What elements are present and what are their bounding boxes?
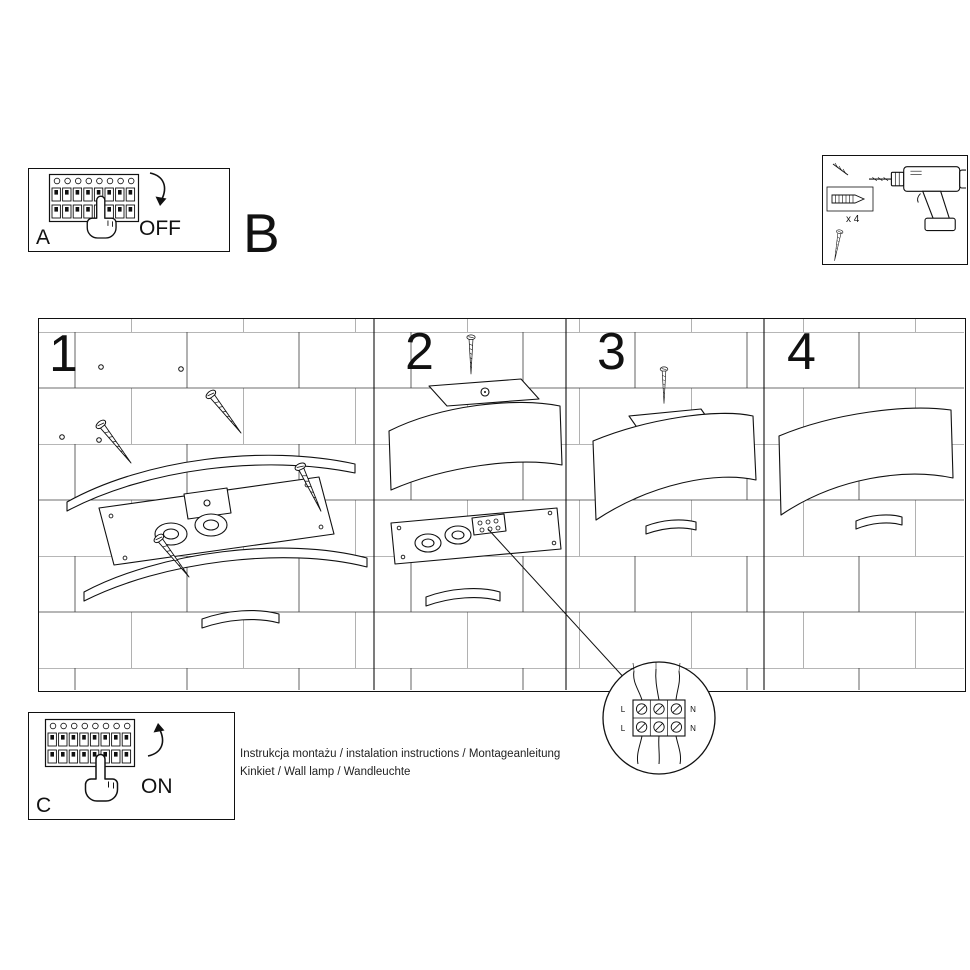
plug-count-label: x 4 xyxy=(846,214,860,225)
switch-down-arrow-icon xyxy=(149,172,168,207)
drill-icon xyxy=(869,166,966,232)
bottom-clip xyxy=(855,514,903,530)
step-3-assembly-illustration xyxy=(592,366,757,535)
wire-label-n-top: N xyxy=(690,705,696,714)
tools-required-box: x 4 xyxy=(822,155,968,265)
bottom-clip xyxy=(425,588,501,607)
power-off-box: OFF A xyxy=(28,168,230,252)
glass-shade xyxy=(388,401,563,491)
switch-up-arrow-icon xyxy=(147,722,166,757)
footer-line-1: Instrukcja montażu / instalation instruc… xyxy=(240,748,561,760)
plate-screws xyxy=(396,510,557,560)
on-label: ON xyxy=(141,775,173,798)
top-cover-plate xyxy=(428,378,540,407)
bottom-glass-blade xyxy=(83,547,368,602)
terminal-connector xyxy=(632,699,686,737)
plug-frame xyxy=(826,186,874,212)
drill-bit-icon xyxy=(832,162,849,176)
bulb-sockets xyxy=(154,513,228,546)
installation-steps-panel: 1 2 3 4 xyxy=(38,318,966,692)
step-1-exploded-lamp-illustration xyxy=(59,364,368,629)
terminal-block xyxy=(471,513,507,536)
drill-holes xyxy=(59,364,184,443)
step-3-number: 3 xyxy=(597,323,626,381)
step-4-number: 4 xyxy=(787,323,816,381)
bottom-clip xyxy=(645,519,697,535)
power-on-box: ON C xyxy=(28,712,235,820)
box-c-label: C xyxy=(36,794,52,817)
bulb-sockets xyxy=(414,525,472,553)
off-label: OFF xyxy=(139,217,181,240)
wire-label-l-top: L xyxy=(621,705,626,714)
step-2-number: 2 xyxy=(405,323,434,381)
footer-line-2: Kinkiet / Wall lamp / Wandleuchte xyxy=(240,765,411,778)
mounting-bracket xyxy=(183,487,232,520)
step-dividers xyxy=(373,319,765,690)
wire-label-n-bottom: N xyxy=(690,724,696,733)
wiring-detail-callout: L N L N xyxy=(602,661,716,775)
footer-text: Instrukcja montażu / instalation instruc… xyxy=(240,746,560,781)
glass-shade xyxy=(592,412,757,521)
wires xyxy=(632,662,681,765)
section-b-label: B xyxy=(243,202,280,264)
bottom-clip xyxy=(201,610,280,629)
breaker-panel-icon xyxy=(46,720,135,767)
step-4-finished-lamp-illustration xyxy=(778,407,954,530)
step-1-number: 1 xyxy=(49,325,78,383)
breaker-panel-icon xyxy=(50,175,139,222)
detail-leader-line xyxy=(487,528,628,682)
box-a-label: A xyxy=(36,226,51,249)
top-glass-blade xyxy=(66,454,356,512)
step-2-wiring-illustration xyxy=(388,334,563,607)
glass-shade xyxy=(778,407,954,516)
wall-plug-icon xyxy=(831,194,865,204)
screw-icon xyxy=(831,229,844,262)
wire-label-l-bottom: L xyxy=(621,724,626,733)
